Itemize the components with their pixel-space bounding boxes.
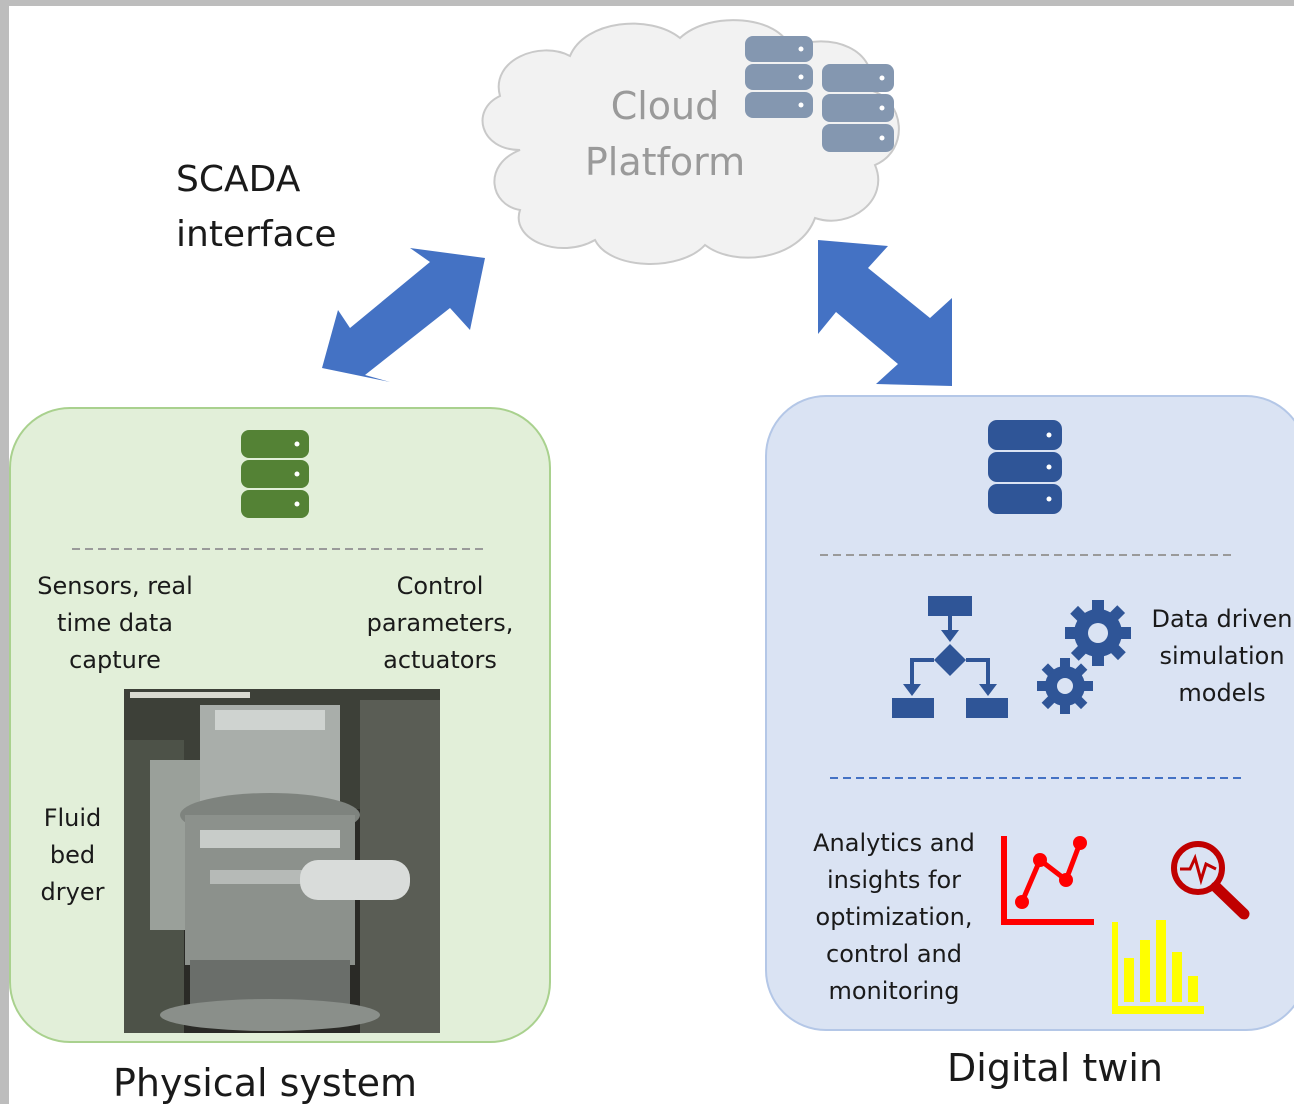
fluid-bed-dryer-photo (124, 689, 440, 1033)
bar-chart-icon (1112, 920, 1204, 1014)
gears-icon (1037, 600, 1131, 714)
flowchart-icon (892, 596, 1008, 718)
frame-border-left (0, 0, 9, 1104)
frame-border-top (0, 0, 1294, 6)
fluid-bed-dryer-label: Fluid bed dryer (40, 804, 105, 906)
cloud-database-icon-2 (822, 64, 894, 152)
analytics-label: Analytics and insights for optimization,… (813, 829, 975, 1005)
scada-arrow (322, 248, 485, 382)
line-chart-icon (1001, 836, 1094, 925)
scada-interface-label: SCADA interface (176, 159, 337, 255)
database-icon (241, 430, 309, 518)
sensors-label: Sensors, real time data capture (37, 572, 193, 674)
data-driven-models-label: Data driven simulation models (1151, 605, 1293, 707)
cloud-platform-label: Cloud Platform (584, 84, 746, 184)
control-parameters-label: Control parameters, actuators (366, 572, 514, 674)
digital-twin-title: Digital twin (947, 1046, 1163, 1090)
digital-twin-arrow (818, 240, 952, 386)
database-icon (988, 420, 1062, 514)
cloud-database-icon (745, 36, 813, 118)
physical-system-title: Physical system (112, 1061, 418, 1105)
search-pulse-icon (1171, 841, 1250, 920)
